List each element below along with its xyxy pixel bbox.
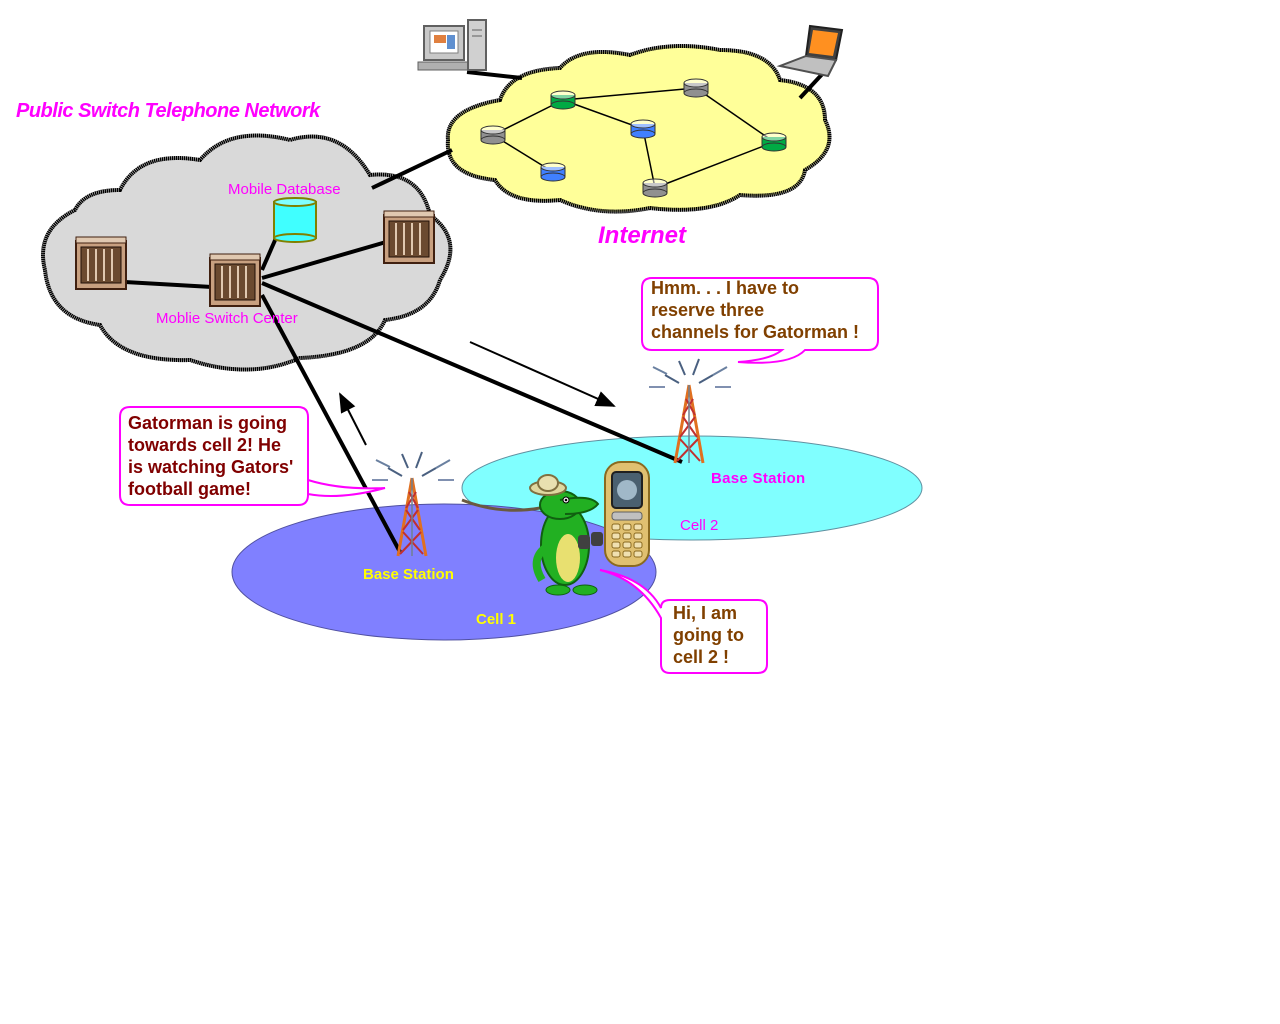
backbone-links [124, 68, 828, 553]
router-icon [642, 178, 668, 198]
pstn-cloud [41, 133, 453, 372]
pstn-title: Public Switch Telephone Network [16, 100, 320, 122]
router-icon [630, 119, 656, 139]
bubble-gatorman-frame [599, 569, 768, 674]
mobile-phone-icon [604, 461, 650, 567]
switch-left-icon [75, 236, 127, 290]
cell1-label: Cell 1 [476, 611, 517, 628]
gatorman-mascot-icon [461, 474, 603, 596]
router-icon [761, 132, 787, 152]
switch-right-icon [383, 210, 435, 264]
laptop-icon [776, 24, 844, 78]
router-icon [683, 78, 709, 98]
desktop-computer-icon [417, 19, 487, 71]
router-icon [550, 90, 576, 110]
cell2-base-station-label: Base Station [711, 470, 806, 487]
bubble-cell2-station-text: Hmm. . . I have to reserve three channel… [651, 278, 860, 342]
bubble-cell1-station-text: Gatorman is going towards cell 2! He is … [128, 413, 294, 499]
cell1-base-station-label: Base Station [363, 566, 454, 583]
arrow-to-msc [339, 392, 367, 446]
router-icon [480, 125, 506, 145]
mobile-switch-center-icon [209, 253, 261, 307]
bubble-gatorman-text: Hi, I am going to cell 2 ! [673, 603, 744, 667]
mobile-switch-center-label: Moblie Switch Center [156, 310, 298, 327]
internet-title: Internet [598, 222, 687, 249]
bubble-cell1-station-frame [119, 406, 386, 506]
mobile-database-label: Mobile Database [228, 181, 341, 198]
router-icon [540, 162, 566, 182]
bubble-cell2-station-frame [641, 277, 879, 364]
mobile-database-icon [273, 197, 317, 243]
arrow-to-cell2 [469, 341, 616, 407]
cell2-label: Cell 2 [680, 517, 719, 534]
